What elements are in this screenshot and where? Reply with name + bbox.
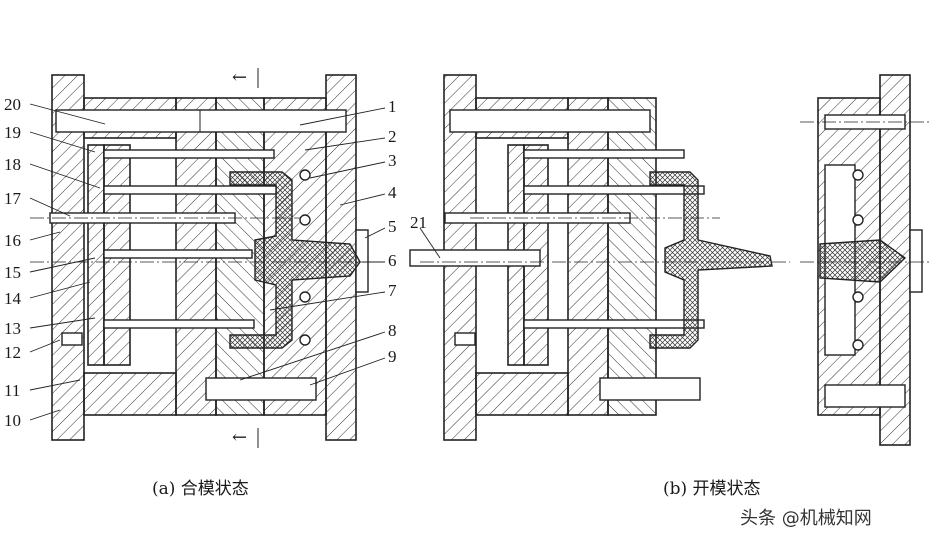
label-9: 9 [388, 347, 397, 366]
label-3: 3 [388, 151, 397, 170]
caption-open: (b) 开模状态 [663, 479, 761, 499]
clamp-plate-left [51, 74, 85, 441]
mold-open-fixed-half [800, 74, 929, 446]
label-1: 1 [388, 97, 397, 116]
label-7: 7 [388, 281, 397, 300]
label-6: 6 [388, 251, 397, 270]
svg-text:←: ← [232, 67, 247, 88]
watermark: 头条 @机械知网 [740, 508, 872, 529]
label-21: 21 [410, 213, 427, 232]
part-labels: 20 19 18 17 16 15 14 13 12 11 10 1 2 3 4… [4, 95, 427, 430]
molded-part [229, 171, 361, 349]
label-13: 13 [4, 319, 21, 338]
spacer-block-bottom [83, 372, 177, 416]
svg-text:←: ← [232, 427, 247, 448]
ejector-plate-1 [87, 144, 105, 366]
label-18: 18 [4, 155, 21, 174]
label-20: 20 [4, 95, 21, 114]
caption-closed: (a) 合模状态 [152, 479, 249, 499]
label-8: 8 [388, 321, 397, 340]
mold-closed-view: ← ← [30, 67, 380, 448]
label-19: 19 [4, 123, 21, 142]
label-4: 4 [388, 183, 397, 202]
label-12: 12 [4, 343, 21, 362]
leader-lines [29, 103, 441, 421]
label-16: 16 [4, 231, 21, 250]
label-5: 5 [388, 217, 397, 236]
label-2: 2 [388, 127, 397, 146]
mold-open-moving-half [409, 74, 790, 441]
label-15: 15 [4, 263, 21, 282]
label-10: 10 [4, 411, 21, 430]
label-11: 11 [4, 381, 20, 400]
guide-bolt [55, 109, 347, 133]
label-14: 14 [4, 289, 22, 308]
label-17: 17 [4, 189, 22, 208]
